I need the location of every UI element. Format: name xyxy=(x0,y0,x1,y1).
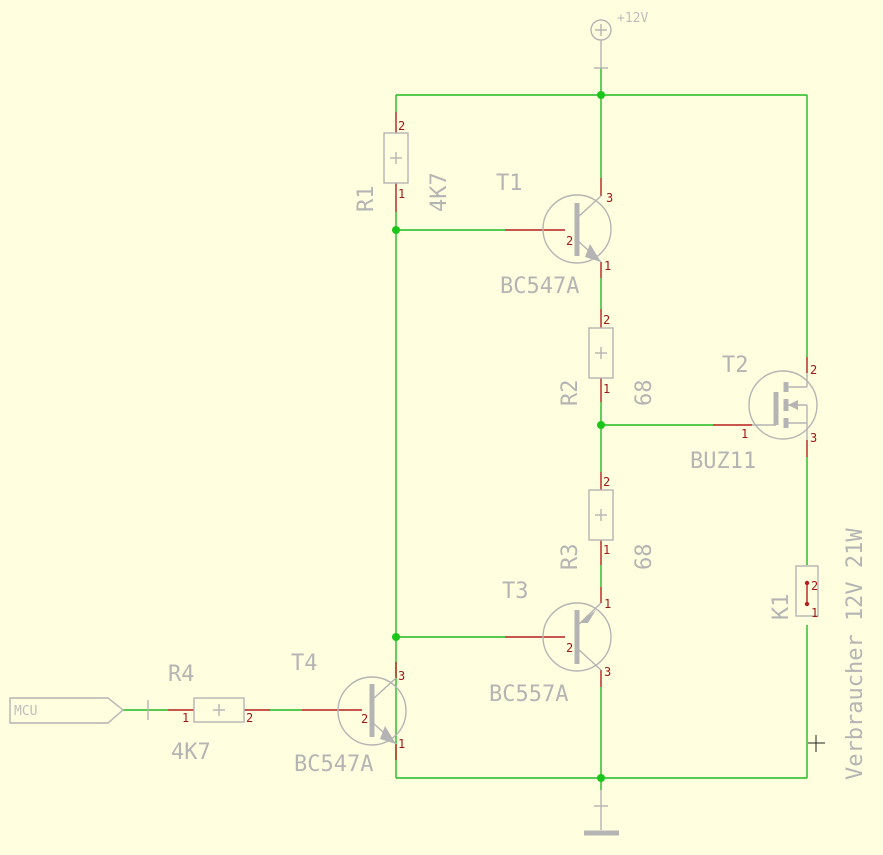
component-name: R3 xyxy=(558,544,583,571)
crosshair-cursor-icon xyxy=(808,735,825,752)
pin-number: 2 xyxy=(566,641,573,655)
junction-dot xyxy=(597,91,605,99)
pin-number: 1 xyxy=(604,259,611,273)
component-name: R4 xyxy=(168,662,195,687)
pin-number: 2 xyxy=(398,119,405,133)
component-value: 4K7 xyxy=(427,172,452,212)
pin-number: 2 xyxy=(603,313,610,327)
component-name: T1 xyxy=(496,171,523,196)
junction-dot xyxy=(392,226,400,234)
component-name: T2 xyxy=(722,353,749,378)
resistor-r4[interactable]: 1 2 R4 4K7 xyxy=(168,662,270,765)
supply-12v-symbol[interactable]: +12V xyxy=(590,11,648,69)
net-label-text: MCU xyxy=(14,704,37,719)
pin-number: 2 xyxy=(810,363,817,377)
component-name: T3 xyxy=(502,579,529,604)
component-name: K1 xyxy=(769,594,794,621)
pin-number: 1 xyxy=(604,597,611,611)
junction-dot xyxy=(597,421,605,429)
ground-symbol[interactable] xyxy=(584,790,619,836)
resistor-r1[interactable]: 2 1 R1 4K7 xyxy=(354,112,452,212)
component-value: BC547A xyxy=(294,752,373,777)
pin-number: 1 xyxy=(182,711,189,725)
resistor-r3[interactable]: 2 1 R3 68 xyxy=(558,472,657,570)
pin-number: 2 xyxy=(361,712,368,726)
component-value: BC557A xyxy=(489,682,568,707)
pin-number: 1 xyxy=(398,737,405,751)
transistor-t3[interactable]: 1 2 3 T3 BC557A xyxy=(489,579,612,707)
component-name: R2 xyxy=(558,380,583,407)
junction-dot xyxy=(597,774,605,782)
transistor-t1[interactable]: 3 2 1 T1 BC547A xyxy=(496,171,613,299)
pin-number: 1 xyxy=(603,382,610,396)
pin-number: 2 xyxy=(566,234,573,248)
wires xyxy=(123,68,808,790)
component-value: Verbraucher 12V 21W xyxy=(843,528,868,780)
pin-number: 1 xyxy=(741,427,748,441)
pin-number: 3 xyxy=(810,431,817,445)
pin-number: 1 xyxy=(811,606,818,620)
mosfet-t2[interactable]: 2 1 3 T2 BUZ11 xyxy=(690,353,818,474)
pin-number: 2 xyxy=(603,475,610,489)
junction-dot xyxy=(392,633,400,641)
component-value: 68 xyxy=(632,380,657,407)
component-value: 68 xyxy=(632,544,657,571)
supply-label: +12V xyxy=(617,11,648,26)
pin-number: 3 xyxy=(604,665,611,679)
component-name: R1 xyxy=(354,186,379,213)
component-value: BC547A xyxy=(500,274,579,299)
pin-number: 1 xyxy=(398,187,405,201)
resistor-r2[interactable]: 2 1 R2 68 xyxy=(558,309,657,406)
pin-number: 3 xyxy=(398,669,405,683)
connector-k1[interactable]: 2 1 K1 Verbraucher 12V 21W xyxy=(769,528,868,780)
junctions xyxy=(392,91,605,782)
component-name: T4 xyxy=(291,651,318,676)
pin-number: 3 xyxy=(606,191,613,205)
pin-number: 2 xyxy=(811,579,818,593)
pin-number: 2 xyxy=(246,711,253,725)
transistor-t4[interactable]: 3 2 1 T4 BC547A xyxy=(291,651,407,777)
component-value: BUZ11 xyxy=(690,449,756,474)
net-label-mcu[interactable]: MCU xyxy=(9,697,149,724)
pin-number: 1 xyxy=(603,543,610,557)
component-value: 4K7 xyxy=(171,740,211,765)
